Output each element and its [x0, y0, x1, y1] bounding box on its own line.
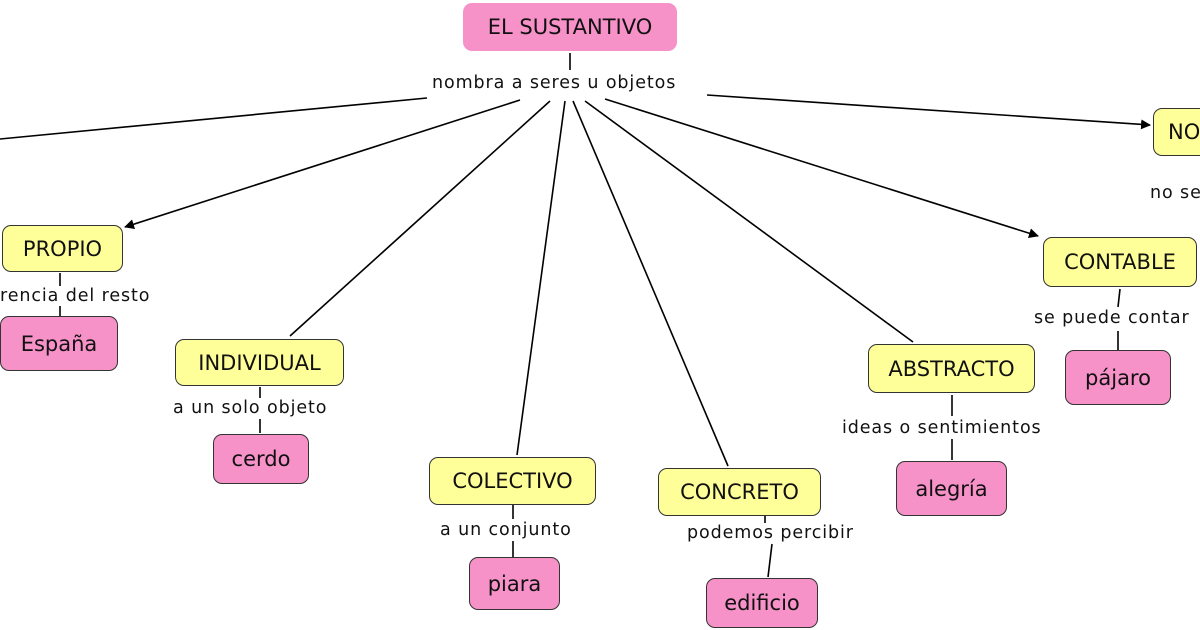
example-individual: cerdo — [213, 434, 309, 484]
link-label-colectivo: a un conjunto — [440, 520, 572, 540]
example-contable: pájaro — [1065, 350, 1171, 405]
edge-link-to-offscreen-left — [0, 97, 428, 140]
category-contable: CONTABLE — [1043, 237, 1197, 287]
root-link-label: nombra a seres u objetos — [428, 73, 681, 93]
edge-link-to-concreto — [572, 100, 729, 467]
link-label-individual: a un solo objeto — [173, 398, 328, 418]
edge-link-to-propio — [124, 99, 521, 230]
example-abstracto: alegría — [896, 461, 1007, 516]
category-individual: INDIVIDUAL — [175, 339, 344, 386]
category-colectivo: COLECTIVO — [429, 457, 596, 505]
example-propio: España — [0, 316, 118, 371]
edge-link-to-abstracto — [584, 100, 914, 343]
category-concreto: CONCRETO — [658, 468, 821, 516]
example-colectivo: piara — [469, 557, 560, 610]
edge-link-to-individual — [289, 100, 551, 337]
edge-contable-label — [1117, 288, 1121, 308]
link-label-propio: rencia del resto — [0, 286, 151, 306]
link-label-abstracto: ideas o sentimientos — [842, 418, 1042, 438]
link-label-concreto: podemos percibir — [687, 523, 854, 543]
edge-link-to-colectivo — [516, 100, 566, 456]
edge-concreto-example — [767, 543, 773, 578]
category-propio: PROPIO — [2, 225, 123, 272]
example-concreto: edificio — [706, 578, 818, 628]
link-label-contable: se puede contar — [1034, 308, 1190, 328]
category-no-contable: NO — [1153, 108, 1200, 156]
category-abstracto: ABSTRACTO — [868, 344, 1035, 393]
edge-link-to-contable — [604, 98, 1039, 239]
link-label-no-contable: no se — [1150, 183, 1200, 203]
root-node: EL SUSTANTIVO — [463, 3, 677, 51]
edge-link-to-no-contable — [706, 94, 1151, 130]
